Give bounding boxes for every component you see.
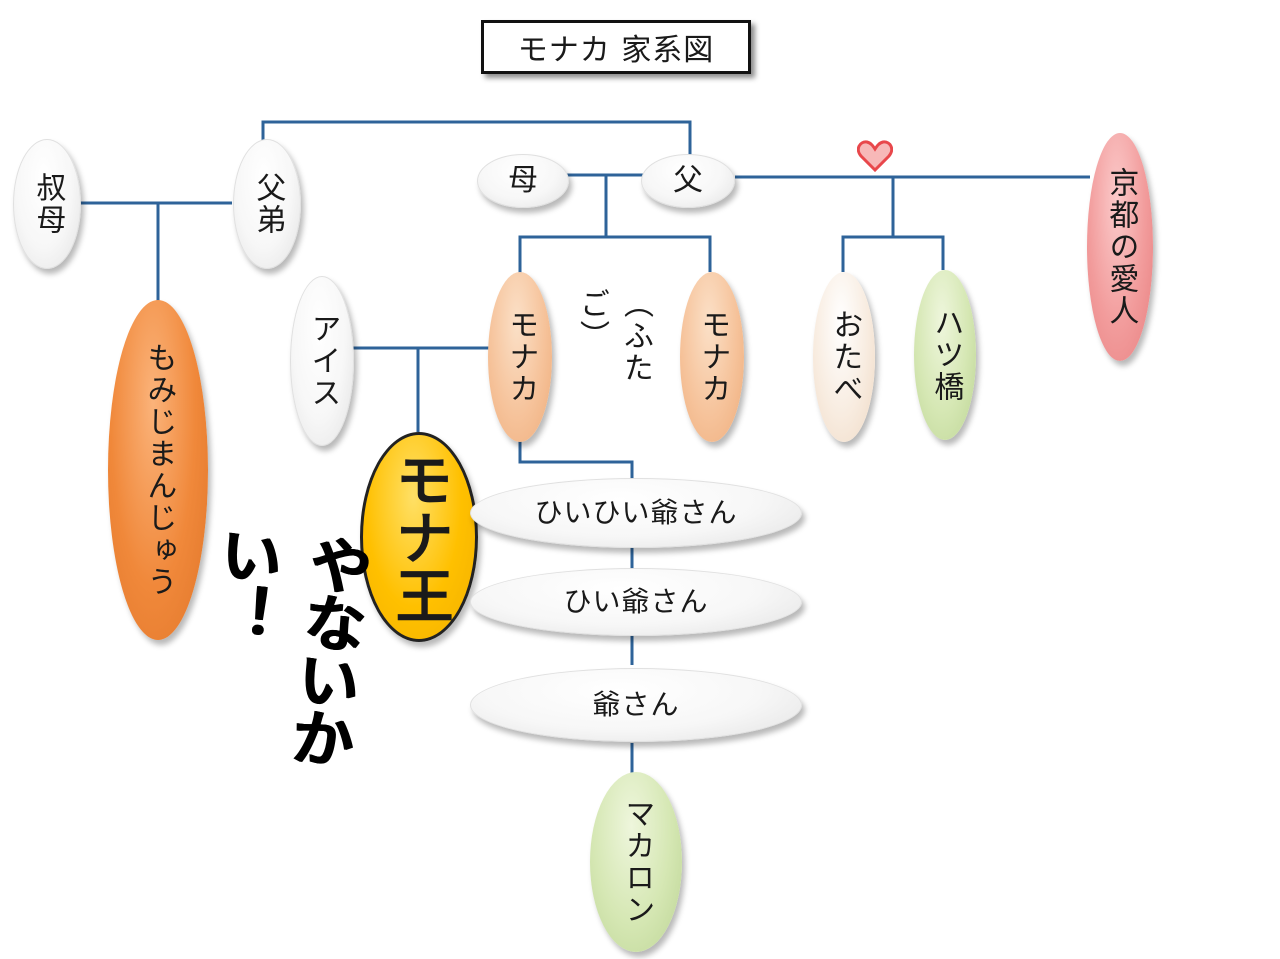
node-monaka-left: モナカ	[488, 272, 552, 442]
node-father: 父	[641, 154, 735, 208]
node-uncle: 父弟	[233, 139, 301, 269]
node-momiji: もみじまんじゅう	[108, 300, 208, 640]
node-kyoto-lover-label: 京都の愛人	[1103, 167, 1139, 327]
node-ice: アイス	[290, 276, 354, 446]
node-yatsuhashi: ハツ橋	[914, 270, 976, 440]
node-monaka-left-label: モナカ	[503, 309, 539, 405]
node-grandfather-label: 爺さん	[592, 687, 680, 721]
node-otabe: おたべ	[813, 272, 875, 442]
node-mother-label: 母	[508, 162, 538, 198]
node-father-label: 父	[673, 162, 703, 198]
node-yatsuhashi-label: ハツ橋	[928, 307, 964, 403]
node-monaka-king-label: モナ王	[385, 450, 454, 624]
node-ice-label: アイス	[305, 313, 341, 409]
title-text: モナカ 家系図	[517, 33, 715, 68]
node-great-grandfather-label: ひい爺さん	[563, 584, 709, 618]
node-macaron-label: マカロン	[619, 798, 655, 926]
node-grandfather: 爺さん	[470, 668, 802, 742]
node-great-grandfather: ひい爺さん	[470, 568, 802, 636]
node-monaka-king: モナ王	[360, 432, 478, 642]
page-title: モナカ 家系図	[481, 20, 751, 74]
node-aunt-label: 叔母	[30, 172, 66, 236]
node-otabe-label: おたべ	[827, 309, 863, 405]
node-monaka-right: モナカ	[680, 272, 744, 442]
node-mother: 母	[477, 154, 569, 208]
exclamation-label: やないかい！	[201, 520, 376, 769]
node-uncle-label: 父弟	[250, 172, 286, 236]
node-aunt: 叔母	[13, 139, 81, 269]
node-great-great-grandfather-label: ひいひい爺さん	[534, 495, 738, 529]
node-kyoto-lover: 京都の愛人	[1087, 133, 1153, 361]
node-monaka-right-label: モナカ	[695, 309, 731, 405]
node-momiji-label: もみじまんじゅう	[141, 342, 177, 598]
exclamation-text: やないかい！	[201, 520, 375, 848]
node-macaron: マカロン	[590, 772, 682, 952]
twins-note-label: （ふたご）	[574, 288, 653, 384]
heart-icon	[857, 140, 893, 172]
twins-note: （ふたご）	[574, 288, 653, 428]
node-great-great-grandfather: ひいひい爺さん	[470, 478, 802, 548]
